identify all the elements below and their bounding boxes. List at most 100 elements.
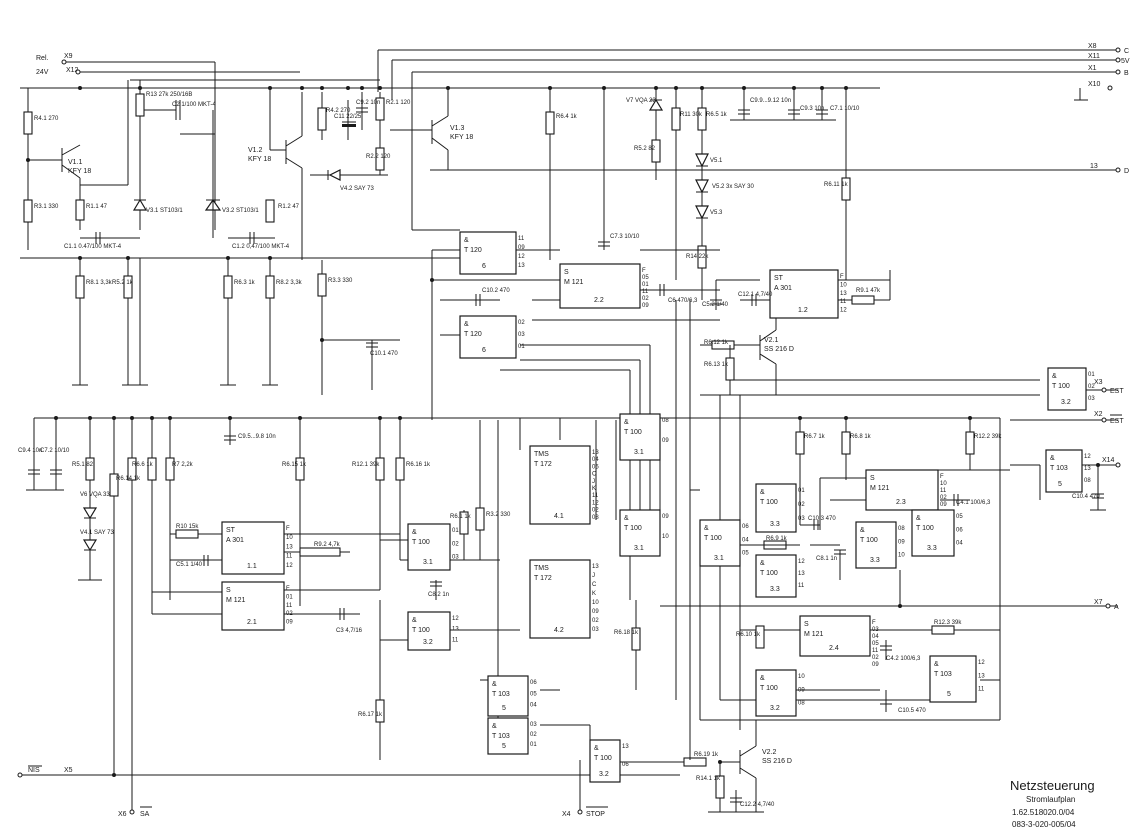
block-pin: 04	[592, 457, 599, 463]
component-label: R6.1 1k	[450, 514, 472, 520]
block-pin: 13	[592, 564, 599, 570]
component-label: R1.2 47	[278, 204, 300, 210]
component-label: V3.2 ST103/1	[222, 208, 259, 214]
block-pin: 08	[898, 526, 905, 532]
terminal-name: EST	[1110, 388, 1124, 395]
block-pin: 02	[1088, 384, 1095, 390]
block-pin: 13	[798, 571, 805, 577]
block-ref: 3.1	[634, 545, 644, 552]
terminal-x1: X1 B	[1088, 65, 1129, 77]
block-pin: 13	[978, 673, 985, 679]
logic-block-body	[407, 523, 451, 571]
block-pin: 09	[592, 609, 599, 615]
block-pin: 02	[286, 611, 293, 617]
block-pin: 10	[898, 553, 905, 559]
block-pin: 11	[518, 236, 525, 242]
component-label: V5.1	[710, 158, 723, 164]
logic-block-body	[559, 263, 641, 309]
block-pin: 01	[518, 344, 525, 350]
block-pin: 05	[642, 275, 649, 281]
component-label: R3.2 330	[486, 512, 511, 518]
block-ref: 5	[1058, 481, 1062, 488]
block-pin: 01	[642, 282, 649, 288]
terminal-x6: X6 SA	[118, 806, 152, 818]
logic-block-body	[529, 559, 591, 639]
top-bus-lines	[20, 49, 1118, 259]
block-pin: 03	[452, 555, 459, 561]
block-ref: 5	[502, 705, 506, 712]
terminal-pin: X3	[1094, 379, 1103, 386]
block-pin: 02	[518, 320, 525, 326]
component-label: R6.13 1k	[704, 362, 729, 368]
component-label: V4.1 SAY 73	[80, 530, 114, 536]
component-label: C6 470/6,3	[668, 298, 698, 304]
block-pin: 08	[1084, 478, 1091, 484]
block-pin: 02	[798, 502, 805, 508]
component-label: C4.1 100/6,3	[956, 500, 991, 506]
component-label: R6.10 1k	[736, 632, 761, 638]
block-pin: 03	[518, 332, 525, 338]
block-pin: 09	[872, 662, 879, 668]
logic-block-body	[487, 717, 529, 755]
terminal-name: 5V	[1121, 58, 1130, 65]
component-label: R6.5 1k	[706, 112, 728, 118]
block-ref: 6	[482, 263, 486, 270]
terminal-pin: X6	[118, 811, 127, 818]
logic-block-body	[459, 231, 517, 275]
block-type: &	[464, 237, 469, 244]
terminal-name: Rel.	[36, 55, 49, 62]
component-label: R6.8 1k	[850, 434, 872, 440]
component-label: R6.9 1k	[766, 536, 788, 542]
block-pin: 05	[592, 464, 599, 470]
logic-block-body	[769, 269, 839, 319]
terminal-name: EST	[1110, 418, 1124, 425]
block-ref: 1.1	[247, 563, 257, 570]
block-pin: 08	[798, 701, 805, 707]
transistor-labels: V1.1 KFY 18 V1.2 KFY 18 V1.3 KFY 18 V2.1…	[68, 125, 794, 765]
terminal-pin: X12	[66, 67, 79, 74]
component-label: R6.12 1k	[704, 340, 729, 346]
component-label: R6.16 1k	[406, 462, 431, 468]
block-ref: 3.2	[770, 705, 780, 712]
block-part: T 103	[492, 733, 510, 740]
component-label: C4.2 100/6,3	[886, 656, 921, 662]
block-pin: 11	[592, 493, 599, 499]
block-ref: 4.1	[554, 513, 564, 520]
component-label: R6.11 1k	[824, 182, 849, 188]
logic-block-body	[1045, 449, 1083, 493]
component-label: R12.1 39k	[352, 462, 380, 468]
logic-block-body	[929, 655, 977, 703]
terminal-pin: X2	[1094, 411, 1103, 418]
block-pin: F	[840, 274, 844, 280]
block-type: &	[760, 489, 765, 496]
block-pin: 11	[286, 603, 293, 609]
terminal-x13: 13 D	[1090, 163, 1129, 175]
block-pin: 01	[1088, 372, 1095, 378]
top-right-supply	[545, 88, 851, 300]
block-part: T 103	[934, 671, 952, 678]
block-type: S	[804, 621, 809, 628]
block-pin: F	[286, 526, 290, 532]
block-pin: 09	[940, 502, 947, 508]
logic-block-body	[911, 509, 955, 557]
block-part: T 103	[492, 691, 510, 698]
component-label: R6.4 1k	[556, 114, 578, 120]
block-part: T 103	[1050, 465, 1068, 472]
terminal-name: 24V	[36, 69, 49, 76]
component-label: R12.3 39k	[934, 620, 962, 626]
v1-2-circuit	[204, 88, 400, 395]
logic-block-body	[221, 521, 285, 575]
block-pin: 01	[798, 488, 805, 494]
mid-rail	[20, 417, 1000, 812]
terminal-x7: X7 A	[1094, 599, 1119, 611]
